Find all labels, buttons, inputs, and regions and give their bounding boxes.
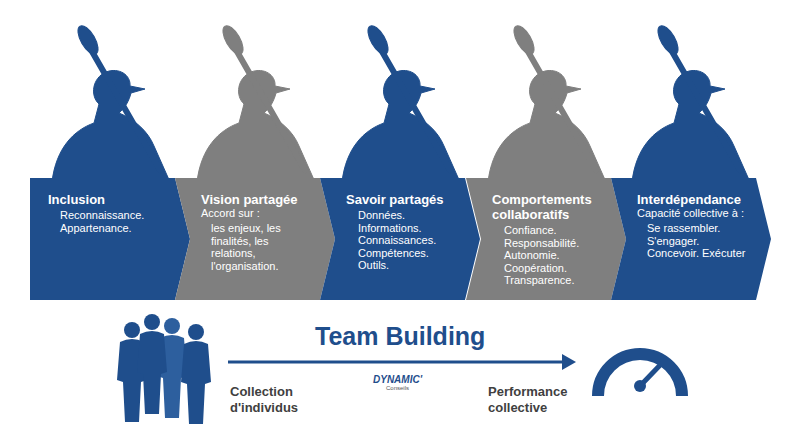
arrow-title: Team Building <box>315 322 485 351</box>
step-title: Inclusion <box>48 192 172 207</box>
step-items: Reconnaissance. Appartenance. <box>48 209 170 234</box>
logo-subtext: Conseils <box>386 385 409 391</box>
step-items: les enjeux, les finalités, les relations… <box>201 222 311 272</box>
step-title: Interdépendance <box>637 192 753 207</box>
chevron-step: Vision partagéeAccord sur : les enjeux, l… <box>175 178 335 300</box>
step-items: Se rassembler. S'engager. Concevoir. Exé… <box>637 222 753 260</box>
logo-text: DYNAMIC' <box>373 374 422 385</box>
step-items: Données. Informations. Connaissances. Co… <box>346 209 462 272</box>
gauge-icon <box>598 354 682 396</box>
people-icon <box>117 314 211 424</box>
chevron-step: InterdépendanceCapacité collective à : Se… <box>611 178 771 300</box>
step-title: Savoir partagés <box>346 192 462 207</box>
step-subtitle: Accord sur : <box>201 207 317 220</box>
step-title: Comportements collaboratifs <box>492 192 608 222</box>
end-label: Performance collective <box>488 384 578 416</box>
chevron-step: InclusionReconnaissance. Appartenance. <box>30 178 190 300</box>
chevron-step: Savoir partagésDonnées. Informations. Co… <box>320 178 480 300</box>
step-items: Confiance. Responsabilité. Autonomie. Co… <box>492 224 608 287</box>
start-label: Collection d'individus <box>230 384 320 416</box>
team-arrow <box>228 354 576 370</box>
step-subtitle: Capacité collective à : <box>637 207 753 220</box>
kayaker-silhouettes <box>52 23 750 182</box>
step-title: Vision partagée <box>201 192 317 207</box>
chevron-step: Comportements collaboratifsConfiance. Re… <box>466 178 626 300</box>
